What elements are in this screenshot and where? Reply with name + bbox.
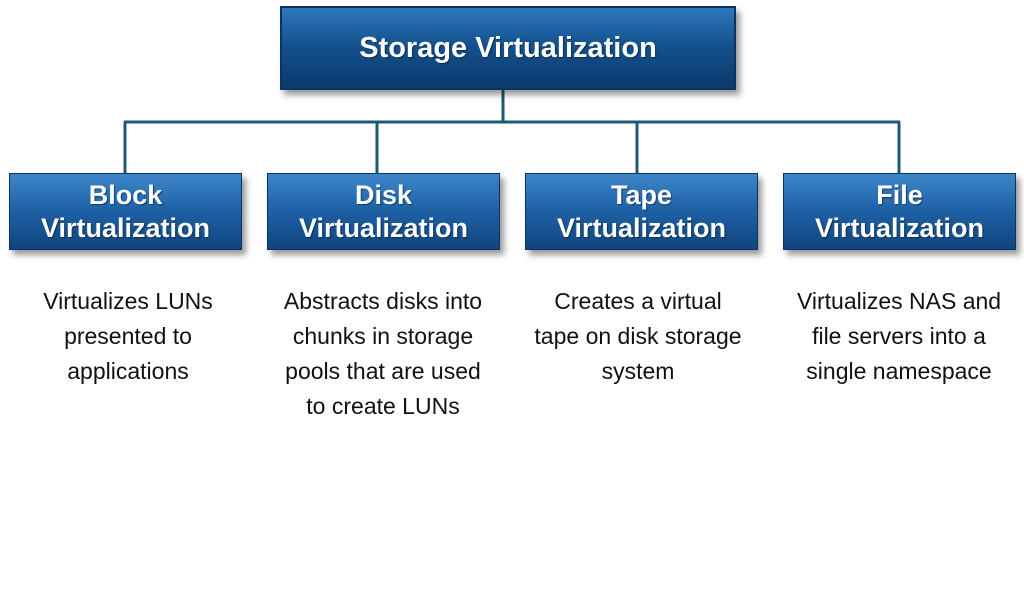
description-block-virtualization: Virtualizes LUNs presented to applicatio…	[43, 288, 213, 384]
node-block-virtualization: Block Virtualization	[9, 173, 242, 250]
description-file-virtualization: Virtualizes NAS and file servers into a …	[796, 288, 1002, 384]
root-node-storage-virtualization: Storage Virtualization	[280, 6, 736, 90]
node-title-line2: Virtualization	[298, 212, 469, 243]
description-tape-virtualization: Creates a virtual tape on disk storage s…	[534, 288, 742, 384]
node-tape-virtualization: Tape Virtualization	[525, 173, 758, 250]
node-disk-virtualization: Disk Virtualization	[267, 173, 500, 250]
node-title-line1: Disk	[354, 179, 413, 210]
node-title-line1: Block	[88, 179, 163, 210]
node-title-line2: Virtualization	[556, 212, 727, 243]
root-node-label: Storage Virtualization	[359, 31, 657, 64]
node-title-line2: Virtualization	[814, 212, 985, 243]
description-disk-virtualization: Abstracts disks into chunks in storage p…	[283, 288, 483, 419]
node-title-line1: File	[876, 179, 923, 210]
node-file-virtualization: File Virtualization	[783, 173, 1016, 250]
node-title-line2: Virtualization	[40, 212, 211, 243]
node-title-line1: Tape	[610, 179, 672, 210]
